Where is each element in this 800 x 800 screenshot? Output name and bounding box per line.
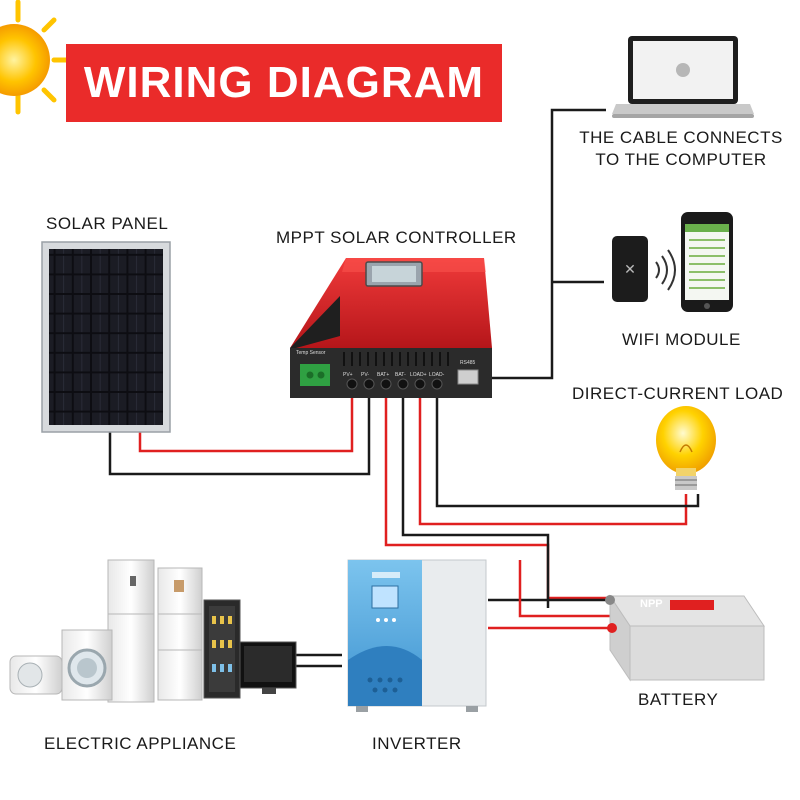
rs485-port-label: RS485 [460, 360, 476, 366]
svg-text:✕: ✕ [624, 262, 636, 278]
wifi-module-image: ✕ [612, 236, 676, 302]
terminal-label-bat-pos: BAT+ [377, 372, 390, 378]
light-bulb-image [656, 406, 716, 490]
terminal-label-load-neg: LOAD- [429, 372, 445, 378]
laptop-image [612, 36, 754, 118]
terminal-label-pv-neg: PV- [361, 372, 370, 378]
battery-image [605, 594, 765, 682]
battery-label: BATTERY [638, 690, 719, 709]
page-title: WIRING DIAGRAM [83, 58, 485, 107]
wire-bat-negative [401, 388, 550, 608]
terminal-label-pv-pos: PV+ [343, 372, 353, 378]
wires [108, 108, 700, 668]
battery-brand-label: NPP [640, 598, 663, 610]
wire-pv-negative [108, 388, 371, 476]
controller-image [290, 258, 492, 398]
solar-panel-image [41, 241, 171, 433]
solar-panel-label: SOLAR PANEL [46, 214, 169, 233]
temp-sensor-terminal [300, 364, 330, 386]
rs485-port [457, 369, 479, 385]
inverter-image [347, 559, 487, 712]
dc-load-label: DIRECT-CURRENT LOAD [572, 384, 784, 403]
smartphone-image [681, 212, 733, 312]
wire-load-positive [418, 388, 688, 526]
wire-inv-red-a [518, 560, 610, 618]
sun-icon [0, 0, 69, 115]
apple-logo-icon [676, 63, 690, 77]
temp-sensor-port-label: Temp Sensor [296, 350, 326, 356]
electric-appliance-label: ELECTRIC APPLIANCE [44, 734, 237, 753]
controller-label: MPPT SOLAR CONTROLLER [276, 228, 517, 247]
wire-load-negative [435, 388, 700, 508]
wire-pv-positive [138, 388, 354, 453]
computer-label-line2: TO THE COMPUTER [595, 150, 767, 169]
wifi-signal-icon [655, 261, 660, 279]
terminal-label-load-pos: LOAD+ [410, 372, 427, 378]
inverter-label: INVERTER [372, 734, 462, 753]
electric-appliances-image [9, 559, 297, 703]
computer-label-line1: THE CABLE CONNECTS [579, 128, 783, 147]
terminal-label-bat-neg: BAT- [395, 372, 406, 378]
wifi-module-label: WIFI MODULE [622, 330, 741, 349]
title-banner: WIRING DIAGRAM [66, 44, 502, 122]
wire-rs485-computer [486, 108, 606, 380]
